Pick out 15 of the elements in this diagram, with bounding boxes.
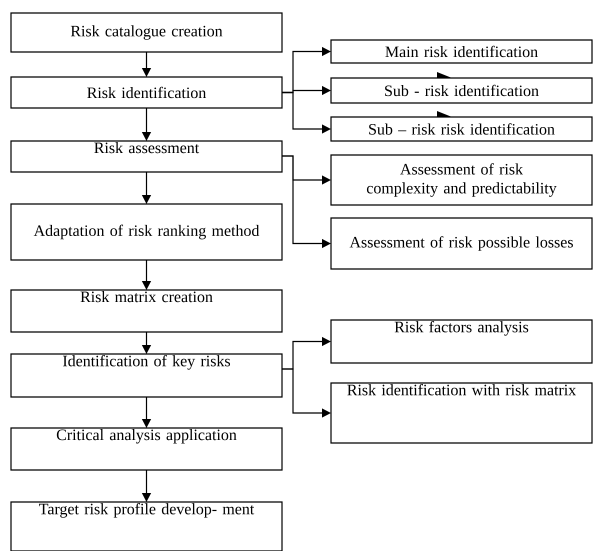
process-box: Risk assessment [10,140,283,173]
process-box: Risk matrix creation [10,289,283,333]
sub-step-box: Assessment of risk possible losses [330,217,593,270]
process-box: Adaptation of risk ranking method [10,203,283,261]
process-box: Risk catalogue creation [10,12,283,53]
sub-step-box: Risk factors analysis [330,319,593,364]
sub-step-box: Sub – risk risk identification [330,116,593,142]
sub-step-box: Main risk identification [330,39,593,64]
process-box: Identification of key risks [10,353,283,398]
process-box: Target risk profile develop- ment [10,501,283,551]
sub-step-box: Risk identification with risk matrix [330,382,593,444]
sub-step-box: Assessment of risk complexity and predictability [330,154,593,206]
process-box: Critical analysis application [10,427,283,471]
sub-step-box: Sub - risk identification [330,77,593,104]
process-box: Risk identification [10,76,283,109]
